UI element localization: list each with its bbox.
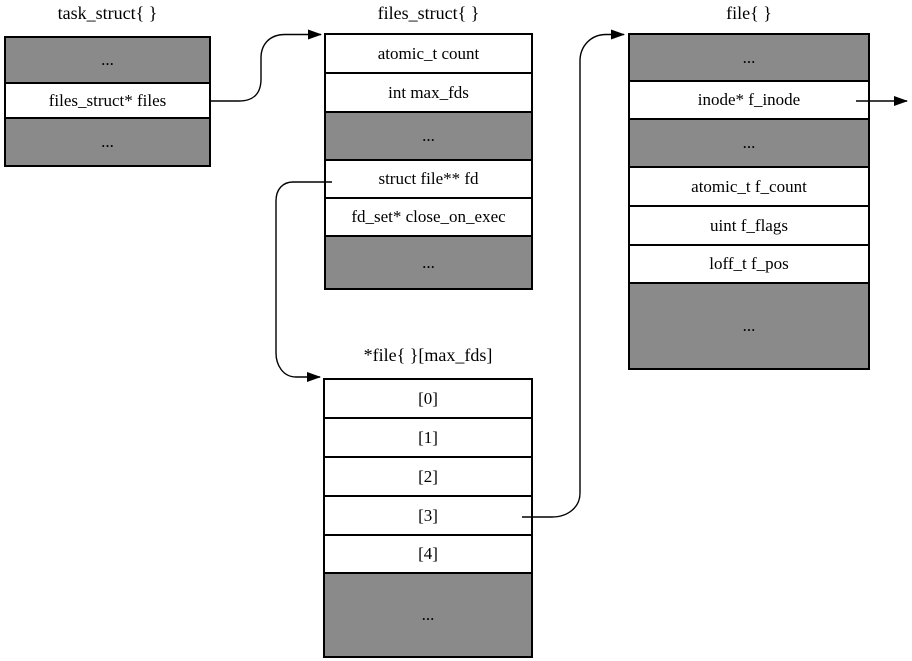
files-struct-row-count: atomic_t count	[326, 35, 531, 74]
file-row-f-pos: loff_t f_pos	[630, 246, 868, 284]
files-struct-row-ellipsis-bottom: ...	[326, 237, 531, 288]
file-struct-box: ... inode* f_inode ... atomic_t f_count …	[628, 33, 870, 370]
fd-array-title: *file{ }[max_fds]	[363, 345, 493, 365]
files-struct-row-ellipsis: ...	[326, 113, 531, 161]
files-struct-row-fd-pointer: struct file** fd	[326, 161, 531, 199]
arrow-fd3-to-file	[522, 29, 625, 518]
fd-array-row-1: [1]	[325, 419, 531, 458]
task-struct-title: task_struct{ }	[57, 3, 158, 23]
fd-array-box: [0] [1] [2] [3] [4] ...	[323, 378, 533, 658]
fd-array-row-4: [4]	[325, 536, 531, 574]
file-struct-title: file{ }	[726, 3, 772, 23]
task-struct-row-ellipsis-top: ...	[6, 38, 209, 84]
fd-array-row-3: [3]	[325, 497, 531, 536]
files-struct-row-max-fds: int max_fds	[326, 74, 531, 113]
files-struct-row-close-on-exec: fd_set* close_on_exec	[326, 199, 531, 237]
file-row-ellipsis-mid: ...	[630, 120, 868, 168]
file-row-f-inode: inode* f_inode	[630, 82, 868, 120]
file-row-ellipsis-bottom: ...	[630, 284, 868, 368]
file-row-f-flags: uint f_flags	[630, 207, 868, 246]
arrow-files-to-files-struct	[211, 29, 322, 102]
file-row-ellipsis-top: ...	[630, 35, 868, 82]
task-struct-row-files-pointer: files_struct* files	[6, 84, 209, 119]
file-row-f-count: atomic_t f_count	[630, 168, 868, 207]
task-struct-box: ... files_struct* files ...	[4, 36, 211, 167]
task-struct-row-ellipsis-bottom: ...	[6, 119, 209, 165]
fd-array-row-0: [0]	[325, 380, 531, 419]
fd-array-row-2: [2]	[325, 458, 531, 497]
fd-array-row-ellipsis: ...	[325, 574, 531, 656]
files-struct-box: atomic_t count int max_fds ... struct fi…	[324, 33, 533, 290]
files-struct-title: files_struct{ }	[377, 3, 480, 23]
